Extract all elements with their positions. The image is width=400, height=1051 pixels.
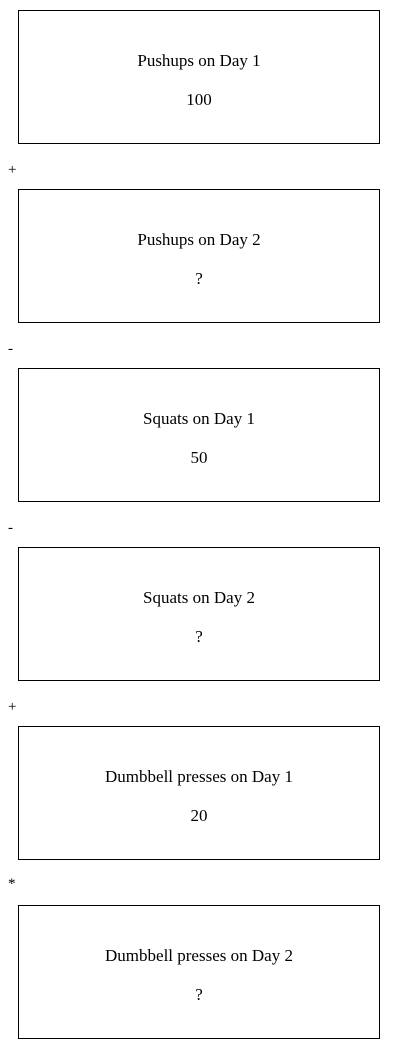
operator-plus: + (8, 162, 17, 178)
operator-minus: - (8, 341, 13, 357)
exercise-card-dumbbell-presses-day-1: Dumbbell presses on Day 1 20 (18, 726, 380, 860)
card-label: Squats on Day 1 (143, 409, 255, 428)
card-value: 100 (186, 90, 212, 109)
card-label: Squats on Day 2 (143, 588, 255, 607)
operator-multiply: * (8, 876, 16, 892)
operator-minus: - (8, 520, 13, 536)
exercise-card-pushups-day-1: Pushups on Day 1 100 (18, 10, 380, 144)
card-value-unknown[interactable]: ? (195, 627, 203, 646)
card-label: Dumbbell presses on Day 1 (105, 767, 293, 786)
exercise-card-squats-day-2[interactable]: Squats on Day 2 ? (18, 547, 380, 681)
card-label: Pushups on Day 2 (137, 230, 261, 249)
card-value-unknown[interactable]: ? (195, 985, 203, 1004)
card-label: Pushups on Day 1 (137, 51, 261, 70)
exercise-card-dumbbell-presses-day-2[interactable]: Dumbbell presses on Day 2 ? (18, 905, 380, 1039)
operator-plus: + (8, 699, 17, 715)
exercise-card-squats-day-1: Squats on Day 1 50 (18, 368, 380, 502)
card-value: 20 (190, 806, 208, 825)
exercise-card-pushups-day-2[interactable]: Pushups on Day 2 ? (18, 189, 380, 323)
card-label: Dumbbell presses on Day 2 (105, 946, 293, 965)
card-value-unknown[interactable]: ? (195, 269, 203, 288)
card-value: 50 (190, 448, 208, 467)
